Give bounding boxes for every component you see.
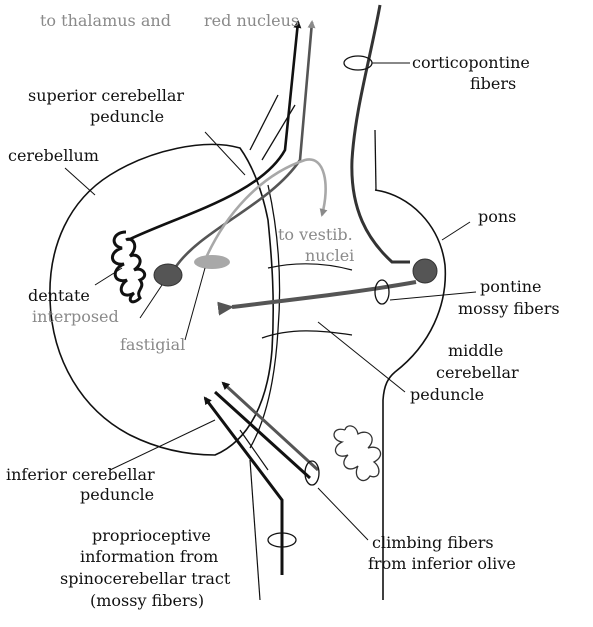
- label-mcp-3: peduncle: [410, 385, 484, 404]
- leader-scp: [205, 132, 245, 175]
- label-icp-1: inferior cerebellar: [6, 465, 155, 484]
- label-climbing-1: climbing fibers: [372, 533, 494, 552]
- scp-tract-line-b: [262, 105, 295, 160]
- label-pontine-1: pontine: [480, 277, 542, 296]
- leader-cerebellum: [65, 168, 95, 195]
- cerebellum-midline: [250, 185, 280, 448]
- climbing-fiber-path-1: [215, 392, 310, 478]
- dentate-nucleus: [112, 232, 144, 302]
- pontine-fiber-marker: [375, 280, 389, 304]
- label-mcp-1: middle: [448, 341, 503, 360]
- label-cerebellum: cerebellum: [8, 146, 99, 165]
- label-corticopontine-1: corticopontine: [412, 53, 530, 72]
- icp-tract-line-b: [250, 460, 260, 600]
- leader-dentate: [95, 268, 122, 285]
- label-mcp-2: cerebellar: [436, 363, 519, 382]
- label-proprio-1: proprioceptive: [92, 526, 211, 545]
- leader-icp: [110, 420, 215, 470]
- label-vestib-2: nuclei: [305, 246, 354, 265]
- scp-tract-line-a: [250, 95, 278, 150]
- label-pontine-2: mossy fibers: [458, 299, 560, 318]
- label-interposed: interposed: [32, 307, 119, 326]
- label-fastigial: fastigial: [120, 335, 185, 354]
- leader-climbing: [318, 488, 368, 540]
- label-scp-1: superior cerebellar: [28, 86, 184, 105]
- pontine-nucleus: [413, 259, 437, 283]
- fastigial-nucleus: [194, 255, 230, 269]
- label-proprio-4: (mossy fibers): [90, 591, 204, 610]
- label-thalamus-1: to thalamus and: [40, 11, 171, 30]
- label-vestib-1: to vestib.: [278, 225, 353, 244]
- interposed-nucleus: [154, 264, 182, 286]
- label-proprio-2: information from: [80, 547, 218, 566]
- climbing-fiber-path-2: [223, 383, 318, 470]
- label-proprio-3: spinocerebellar tract: [60, 569, 231, 588]
- leader-mcp: [318, 322, 405, 392]
- label-thalamus-2: red nucleus: [204, 11, 299, 30]
- label-corticopontine-2: fibers: [470, 74, 516, 93]
- label-dentate: dentate: [28, 286, 90, 305]
- label-climbing-2: from inferior olive: [368, 554, 516, 573]
- inferior-olive: [334, 426, 381, 481]
- leader-interposed: [140, 285, 162, 318]
- corticopontine-fiber: [352, 5, 410, 262]
- brainstem-left-edge: [375, 130, 376, 190]
- label-pons: pons: [478, 207, 516, 226]
- leader-pons: [442, 222, 470, 240]
- label-scp-2: peduncle: [90, 107, 164, 126]
- label-icp-2: peduncle: [80, 485, 154, 504]
- leader-fastigial: [185, 268, 205, 340]
